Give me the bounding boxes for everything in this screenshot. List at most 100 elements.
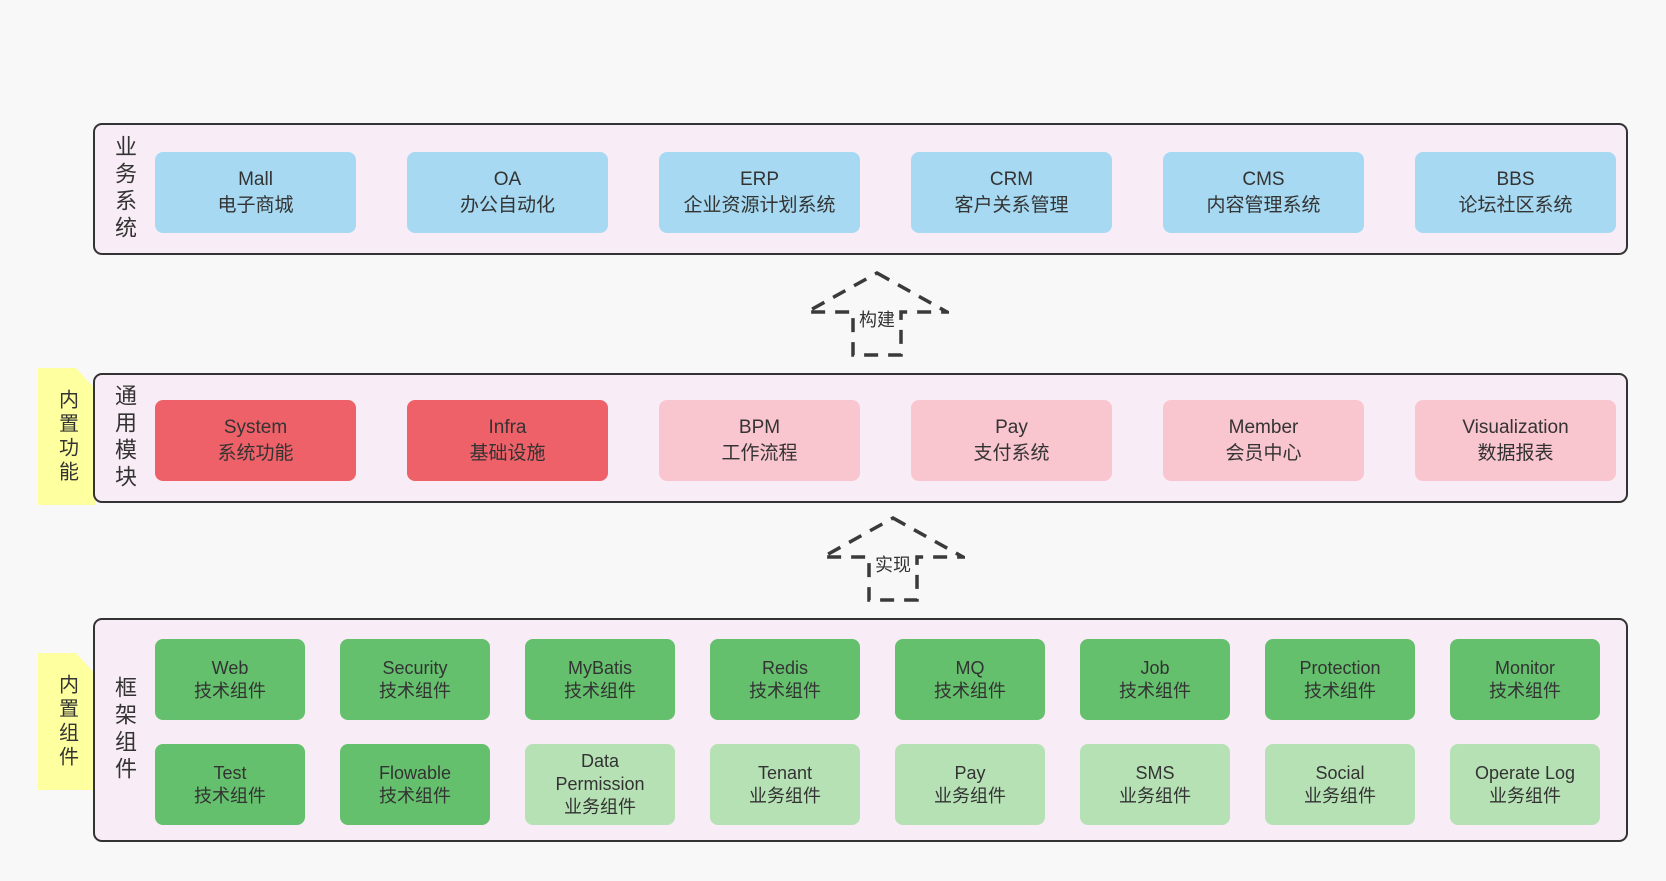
box-visualization: Visualization 数据报表 [1415, 400, 1616, 481]
box-title: Pay [995, 416, 1028, 438]
box-subtitle: 企业资源计划系统 [683, 194, 836, 216]
box-title: Job [1140, 657, 1170, 678]
box-title: Social [1315, 762, 1365, 783]
box-title: Pay [954, 762, 986, 783]
box-subtitle: 技术组件 [194, 680, 266, 701]
box-crm: CRM 客户关系管理 [911, 152, 1112, 233]
box-monitor: Monitor 技术组件 [1450, 639, 1600, 720]
box-title: System [223, 416, 288, 438]
box-subtitle: 工作流程 [721, 442, 798, 464]
box-title: Member [1228, 416, 1299, 438]
box-mybatis: MyBatis 技术组件 [525, 639, 675, 720]
box-subtitle: 技术组件 [379, 680, 451, 701]
box-subtitle: 基础设施 [469, 442, 546, 464]
box-security: Security 技术组件 [340, 639, 490, 720]
box-subtitle: 支付系统 [973, 442, 1050, 464]
box-title: Protection [1299, 657, 1381, 678]
box-title: Data Permission [555, 751, 645, 794]
arrow-build: 构建 [805, 270, 949, 358]
sticky-note-built-in-components: 内置组件 [38, 653, 96, 790]
box-redis: Redis 技术组件 [710, 639, 860, 720]
band-label-framework-components: 框架组件 [112, 676, 137, 784]
box-oa: OA 办公自动化 [407, 152, 608, 233]
box-tenant: Tenant 业务组件 [710, 744, 860, 825]
box-mq: MQ 技术组件 [895, 639, 1045, 720]
box-title: Security [382, 657, 448, 678]
box-member: Member 会员中心 [1163, 400, 1364, 481]
box-pay-component: Pay 业务组件 [895, 744, 1045, 825]
box-title: Mall [238, 168, 273, 190]
box-title: Tenant [757, 762, 813, 783]
box-title: Flowable [378, 762, 452, 783]
box-title: BPM [738, 416, 781, 438]
box-flowable: Flowable 技术组件 [340, 744, 490, 825]
box-erp: ERP 企业资源计划系统 [659, 152, 860, 233]
box-data-permission: Data Permission 业务组件 [525, 744, 675, 825]
box-system: System 系统功能 [155, 400, 356, 481]
box-title: MyBatis [567, 657, 632, 678]
band-framework-components: 框架组件 Web 技术组件 Security 技术组件 MyBatis 技术组件… [93, 618, 1628, 842]
box-subtitle: 业务组件 [1304, 785, 1376, 806]
box-pay-system: Pay 支付系统 [911, 400, 1112, 481]
box-subtitle: 技术组件 [194, 785, 266, 806]
box-subtitle: 业务组件 [749, 785, 821, 806]
box-title: CMS [1242, 168, 1285, 190]
box-infra: Infra 基础设施 [407, 400, 608, 481]
box-subtitle: 技术组件 [1304, 680, 1376, 701]
box-subtitle: 技术组件 [1119, 680, 1191, 701]
box-subtitle: 业务组件 [934, 785, 1006, 806]
sticky-note-built-in-features: 内置功能 [38, 368, 96, 505]
box-social: Social 业务组件 [1265, 744, 1415, 825]
box-subtitle: 技术组件 [749, 680, 821, 701]
box-protection: Protection 技术组件 [1265, 639, 1415, 720]
box-title: Monitor [1494, 657, 1556, 678]
box-title: CRM [989, 168, 1034, 190]
box-subtitle: 论坛社区系统 [1458, 194, 1573, 216]
box-title: Redis [761, 657, 809, 678]
box-subtitle: 技术组件 [1489, 680, 1561, 701]
band-common-modules: 通用模块 System 系统功能 Infra 基础设施 BPM 工作流程 Pay… [93, 373, 1628, 503]
sticky-note-label: 内置功能 [55, 388, 78, 485]
band-label-common-modules: 通用模块 [112, 384, 137, 492]
box-title: Web [211, 657, 249, 678]
box-subtitle: 数据报表 [1477, 442, 1554, 464]
box-bbs: BBS 论坛社区系统 [1415, 152, 1616, 233]
arrow-build-label: 构建 [855, 308, 899, 333]
box-subtitle: 电子商城 [217, 194, 294, 216]
box-subtitle: 办公自动化 [459, 194, 555, 216]
box-title: BBS [1496, 168, 1535, 190]
up-arrow-icon [821, 515, 965, 602]
box-subtitle: 技术组件 [379, 785, 451, 806]
box-subtitle: 技术组件 [564, 680, 636, 701]
box-cms: CMS 内容管理系统 [1163, 152, 1364, 233]
box-subtitle: 客户关系管理 [954, 194, 1069, 216]
box-mall: Mall 电子商城 [155, 152, 356, 233]
up-arrow-icon [805, 270, 949, 357]
box-title: Operate Log [1474, 762, 1576, 783]
sticky-note-label: 内置组件 [55, 673, 78, 770]
box-subtitle: 业务组件 [564, 797, 636, 817]
box-title: Visualization [1462, 416, 1569, 438]
box-sms: SMS 业务组件 [1080, 744, 1230, 825]
box-subtitle: 业务组件 [1119, 785, 1191, 806]
box-bpm: BPM 工作流程 [659, 400, 860, 481]
band-label-business-systems: 业务系统 [112, 135, 137, 243]
box-subtitle: 业务组件 [1489, 785, 1561, 806]
box-web: Web 技术组件 [155, 639, 305, 720]
box-title: OA [493, 168, 522, 190]
box-title: Test [213, 762, 247, 783]
box-test: Test 技术组件 [155, 744, 305, 825]
box-job: Job 技术组件 [1080, 639, 1230, 720]
box-title: ERP [739, 168, 780, 190]
box-title: MQ [955, 657, 985, 678]
arrow-implement: 实现 [821, 515, 965, 603]
box-title: SMS [1135, 762, 1175, 783]
box-operate-log: Operate Log 业务组件 [1450, 744, 1600, 825]
arrow-implement-label: 实现 [871, 553, 915, 578]
box-subtitle: 技术组件 [934, 680, 1006, 701]
box-title: Infra [488, 416, 527, 438]
box-subtitle: 会员中心 [1225, 442, 1302, 464]
band-business-systems: 业务系统 Mall 电子商城 OA 办公自动化 ERP 企业资源计划系统 CRM… [93, 123, 1628, 255]
box-subtitle: 系统功能 [217, 442, 294, 464]
